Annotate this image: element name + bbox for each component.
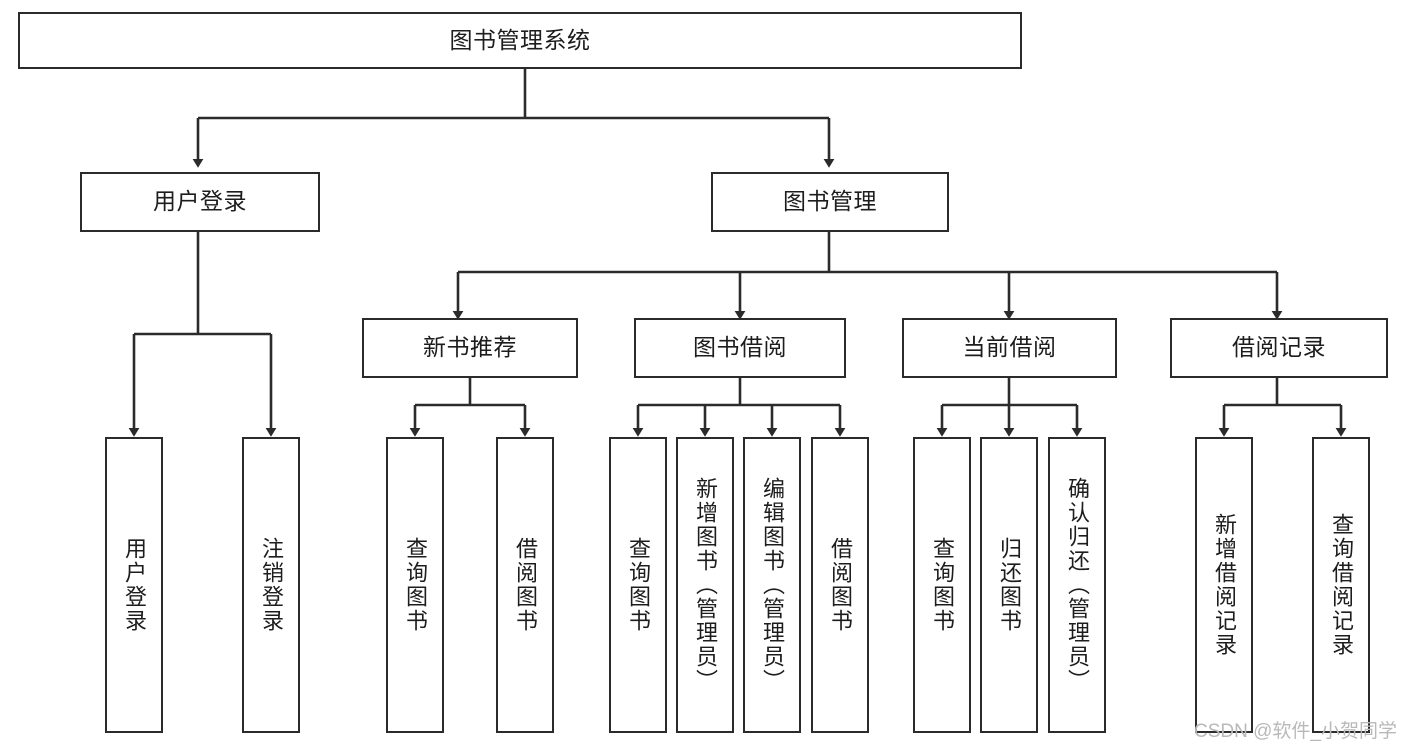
node-book-manage[interactable]: 图书管理	[711, 172, 949, 232]
watermark: CSDN @软件_小贺同学	[1194, 721, 1397, 742]
node-book-manage-label: 图书管理	[783, 188, 877, 215]
leaf-current-borrow-2[interactable]: 归还图书	[980, 437, 1038, 733]
leaf-book-borrow-4[interactable]: 借阅图书	[811, 437, 869, 733]
leaf-borrow-record-1-label: 新增借阅记录	[1212, 513, 1237, 657]
node-user-login-label: 用户登录	[153, 188, 247, 215]
leaf-book-borrow-2-label: 新增图书（管理员）	[693, 477, 718, 693]
node-new-book-recommend[interactable]: 新书推荐	[362, 318, 578, 378]
leaf-new-book-2[interactable]: 借阅图书	[496, 437, 554, 733]
leaf-user-login-1-label: 用户登录	[122, 537, 147, 633]
node-book-borrow-label: 图书借阅	[693, 334, 787, 361]
leaf-borrow-record-1[interactable]: 新增借阅记录	[1195, 437, 1253, 733]
leaf-book-borrow-4-label: 借阅图书	[828, 537, 853, 633]
node-borrow-record-label: 借阅记录	[1232, 334, 1326, 361]
leaf-new-book-1[interactable]: 查询图书	[386, 437, 444, 733]
leaf-book-borrow-1-label: 查询图书	[626, 537, 651, 633]
leaf-current-borrow-1-label: 查询图书	[930, 537, 955, 633]
node-current-borrow-label: 当前借阅	[962, 334, 1057, 361]
leaf-book-borrow-3[interactable]: 编辑图书（管理员）	[743, 437, 801, 733]
node-book-borrow[interactable]: 图书借阅	[634, 318, 846, 378]
node-root[interactable]: 图书管理系统	[18, 12, 1022, 69]
leaf-book-borrow-2[interactable]: 新增图书（管理员）	[676, 437, 734, 733]
leaf-new-book-1-label: 查询图书	[403, 537, 428, 633]
node-current-borrow[interactable]: 当前借阅	[902, 318, 1117, 378]
leaf-borrow-record-2[interactable]: 查询借阅记录	[1312, 437, 1370, 733]
leaf-user-login-2[interactable]: 注销登录	[242, 437, 300, 733]
leaf-current-borrow-3-label: 确认归还（管理员）	[1065, 477, 1090, 693]
leaf-book-borrow-3-label: 编辑图书（管理员）	[760, 477, 785, 693]
node-new-book-recommend-label: 新书推荐	[423, 334, 517, 361]
node-borrow-record[interactable]: 借阅记录	[1170, 318, 1388, 378]
leaf-book-borrow-1[interactable]: 查询图书	[609, 437, 667, 733]
leaf-current-borrow-2-label: 归还图书	[997, 537, 1022, 633]
leaf-user-login-2-label: 注销登录	[259, 537, 284, 633]
leaf-borrow-record-2-label: 查询借阅记录	[1329, 513, 1354, 657]
node-user-login[interactable]: 用户登录	[80, 172, 320, 232]
leaf-new-book-2-label: 借阅图书	[513, 537, 538, 633]
leaf-current-borrow-1[interactable]: 查询图书	[913, 437, 971, 733]
leaf-current-borrow-3[interactable]: 确认归还（管理员）	[1048, 437, 1106, 733]
node-root-label: 图书管理系统	[449, 26, 591, 53]
leaf-user-login-1[interactable]: 用户登录	[105, 437, 163, 733]
